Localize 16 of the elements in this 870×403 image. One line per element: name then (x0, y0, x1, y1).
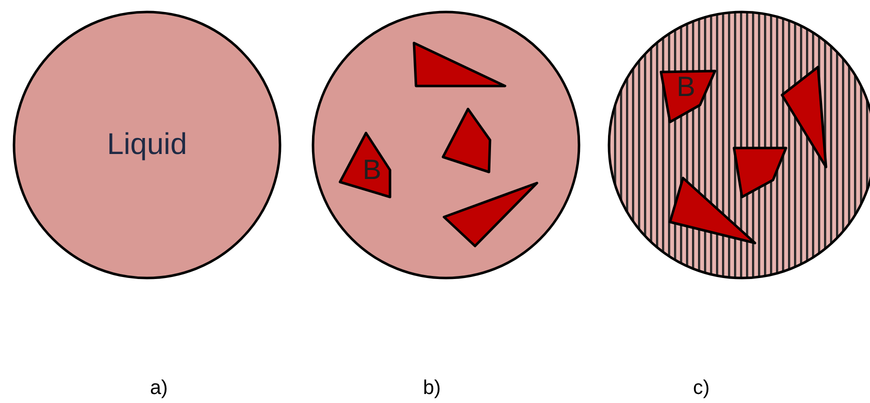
crystal-shape (414, 43, 505, 86)
panel-label: b) (423, 378, 441, 398)
crystal-shape (661, 71, 715, 122)
crystal-shape (670, 178, 755, 243)
crystal-shape (734, 148, 786, 197)
crystal-shape (782, 67, 826, 167)
crystal-shape (340, 133, 390, 197)
panel-label: c) (693, 378, 710, 398)
panel-label: a) (150, 378, 168, 398)
label-text: B (362, 156, 382, 184)
label-text: Liquid (106, 130, 188, 160)
label-text: B (676, 73, 696, 101)
crystal-shape (443, 109, 490, 172)
circle (312, 11, 580, 279)
circle (13, 11, 281, 279)
crystal-shape (444, 183, 537, 246)
